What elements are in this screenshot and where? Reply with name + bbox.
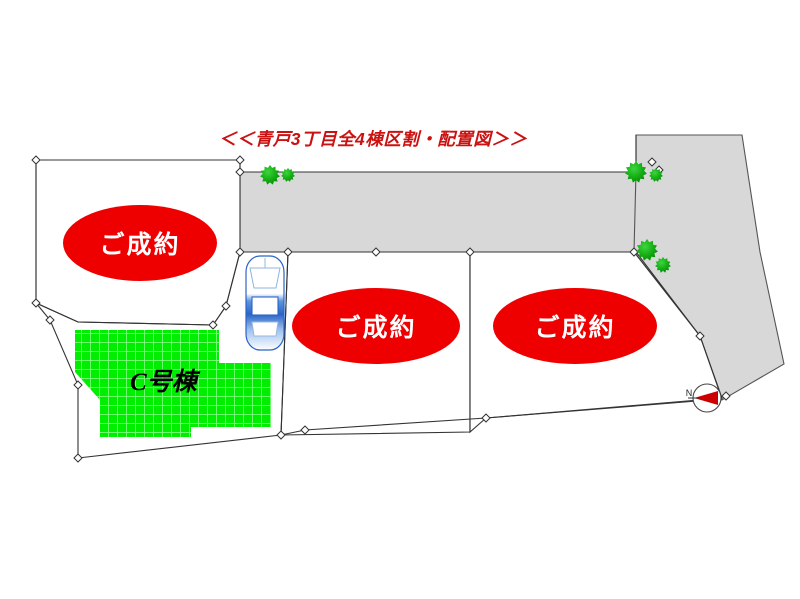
lot-1[interactable]: ご成約 [35,159,241,326]
vertex-marker [31,155,41,165]
parked-car [245,255,285,351]
vertex-marker [371,247,381,257]
lot-1-status-badge [63,205,217,281]
vertex-marker [481,413,491,423]
lot-divider-1 [280,251,289,436]
vertex-marker [629,247,639,257]
vertex-marker [73,380,83,390]
road-group [239,134,785,401]
vertex-marker [221,301,231,311]
vertex-marker [235,167,245,177]
compass-north-arrow: N [686,383,722,413]
car-windshield [249,267,281,289]
vertex-marker [235,155,245,165]
vertex-marker [695,331,705,341]
tree-icon [281,168,295,182]
lot-1-status-label: ご成約 [99,230,180,259]
vertex-marker [276,430,286,440]
tree-group [260,161,671,273]
vertex-marker [45,315,55,325]
tree-icon [260,165,280,185]
lot-2[interactable]: ご成約 [280,251,471,436]
lot-2-status-badge [292,288,460,364]
building-c-footprint [75,330,271,437]
vertex-marker [235,247,245,257]
vertex-marker [647,157,657,167]
compass-needle [694,391,718,405]
vertex-marker [300,425,310,435]
road-right-segment [633,134,785,401]
vertex-marker [208,320,218,330]
building-c-label: C号棟 [130,368,201,396]
car-roof-panel [251,296,279,316]
lot-3-status-badge [493,288,657,364]
vertex-marker [73,453,83,463]
compass-north-label: N [686,388,693,398]
lot-2-status-label: ご成約 [335,313,416,342]
car-rear-window [251,321,279,337]
tree-icon [655,257,671,273]
vertex-marker [721,391,731,401]
tree-icon [649,168,663,182]
tree-icon [636,239,658,261]
road-top-segment [239,171,637,253]
tree-icon [625,161,647,183]
building-c[interactable]: C号棟 [75,330,271,437]
lot-3-status-label: ご成約 [534,313,615,342]
vertex-marker [465,247,475,257]
vertex-marker [31,298,41,308]
page-title: ＜＜青戸3丁目全4棟区割・配置図＞＞ [219,129,527,149]
vertex-marker [283,247,293,257]
